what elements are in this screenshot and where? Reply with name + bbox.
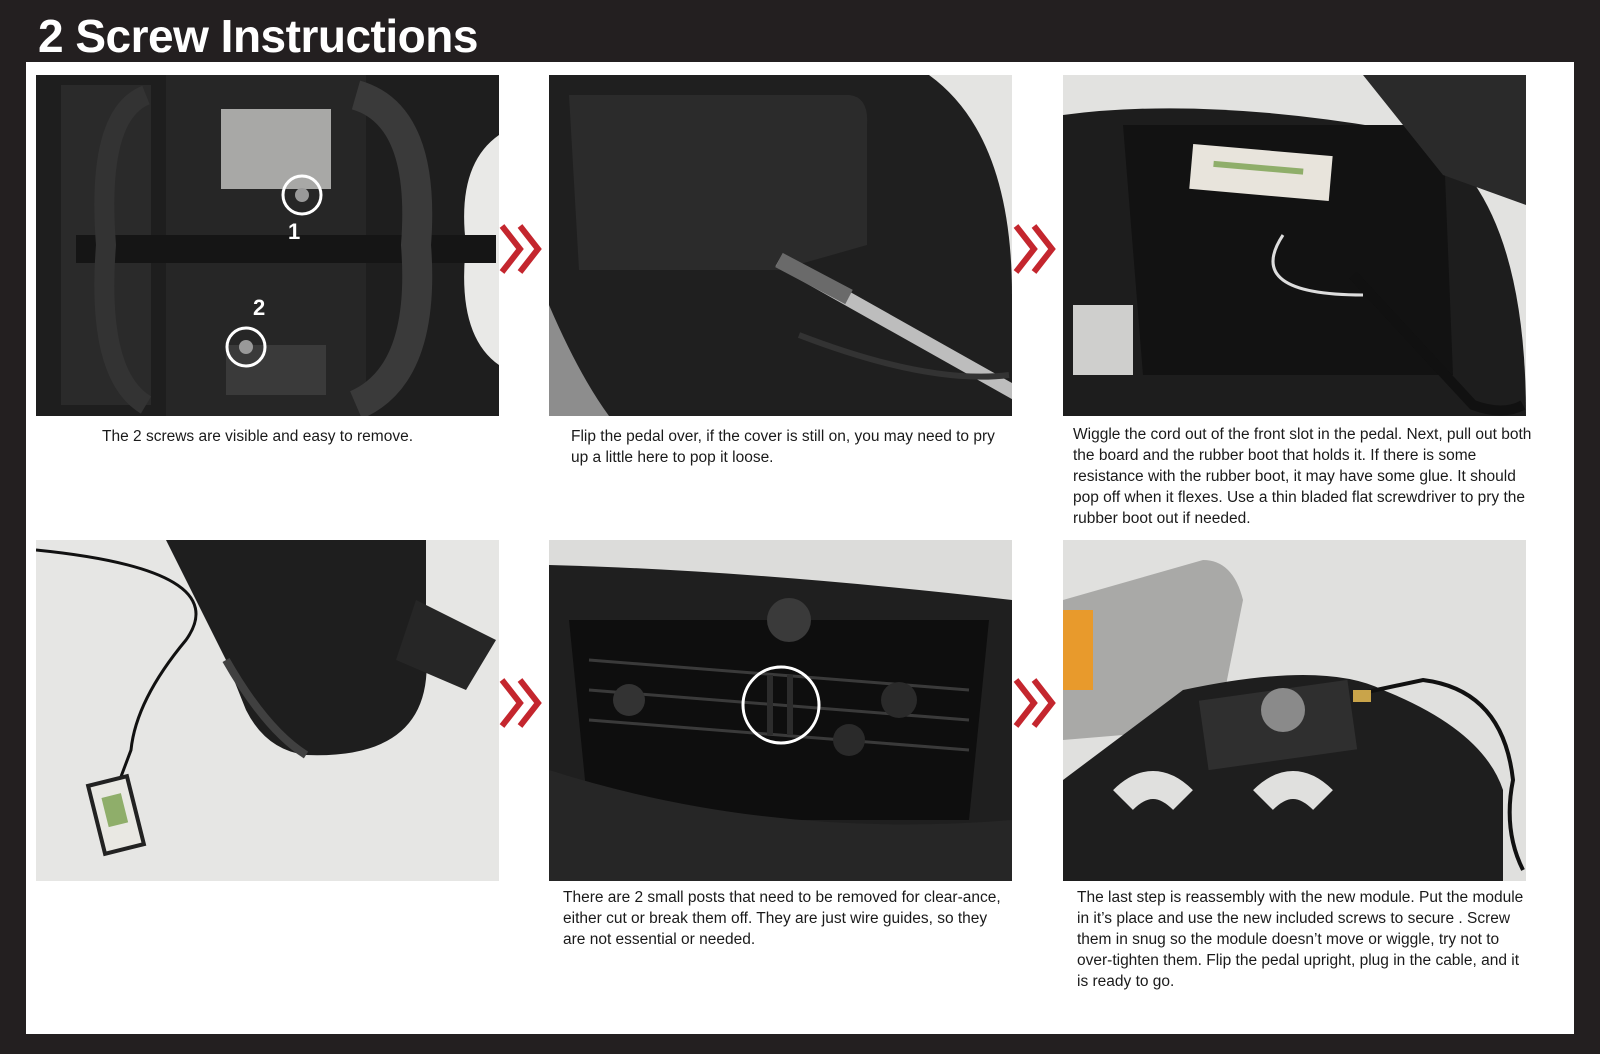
- step-2-caption: Flip the pedal over, if the cover is sti…: [571, 428, 995, 466]
- double-chevron-right-icon: [498, 222, 548, 276]
- instruction-sheet: 1 2 The 2 screws are visible and easy to…: [26, 62, 1574, 1034]
- step-5-caption: There are 2 small posts that need to be …: [563, 889, 1001, 948]
- step-3-caption: Wiggle the cord out of the front slot in…: [1073, 426, 1532, 527]
- screw-marker-2: 2: [253, 295, 265, 320]
- double-chevron-right-icon: [1012, 222, 1062, 276]
- step-4-photo: [36, 540, 499, 881]
- step-1-caption: The 2 screws are visible and easy to rem…: [102, 428, 413, 445]
- step-2-photo: [549, 75, 1012, 416]
- page-title: 2 Screw Instructions: [38, 10, 478, 62]
- step-5-photo: [549, 540, 1012, 881]
- double-chevron-right-icon: [1012, 676, 1062, 730]
- step-1-photo: 1 2: [36, 75, 499, 416]
- step-6-photo: [1063, 540, 1526, 881]
- screw-marker-1: 1: [288, 219, 300, 244]
- step-6-caption: The last step is reassembly with the new…: [1077, 889, 1524, 990]
- double-chevron-right-icon: [498, 676, 548, 730]
- step-3-photo: [1063, 75, 1526, 416]
